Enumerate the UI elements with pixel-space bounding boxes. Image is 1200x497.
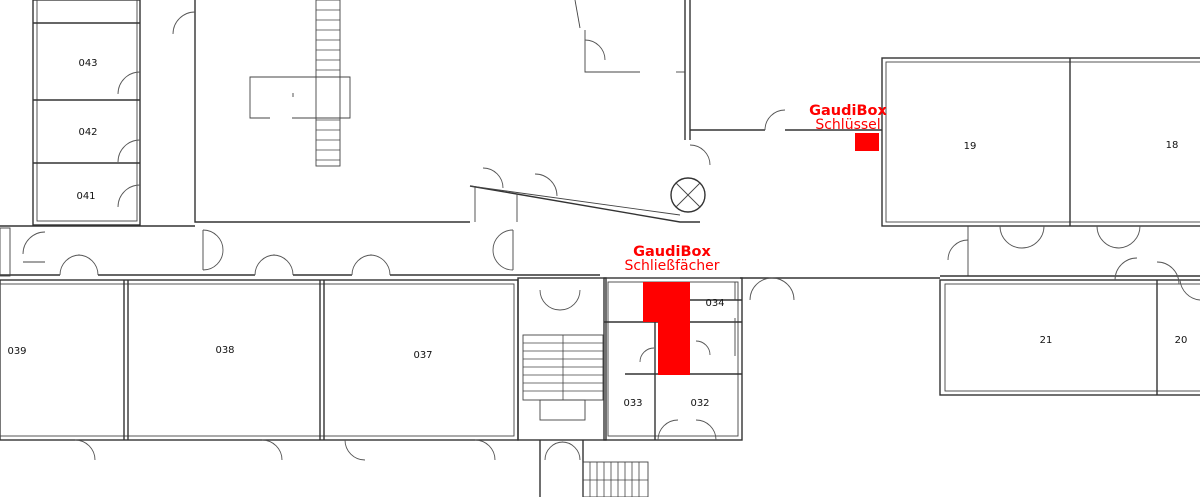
room-043-label: 043	[78, 58, 97, 69]
key-subtitle: Schlüssel	[815, 117, 880, 133]
room-20-label: 20	[1175, 335, 1188, 346]
room-042-label: 042	[78, 127, 97, 138]
key-title: GaudiBox	[809, 103, 887, 119]
room-039-label: 039	[7, 346, 26, 357]
key-highlight	[855, 133, 879, 151]
room-034-label: 034	[705, 298, 724, 309]
upper-hall	[172, 0, 882, 223]
lockers-highlight	[643, 282, 690, 322]
room-038-label: 038	[215, 345, 234, 356]
lockers-highlight-lower	[658, 322, 690, 375]
room-labels: 043 042 041 039 038 037 034 033 032 19 1…	[7, 58, 1187, 409]
room-041-label: 041	[76, 191, 95, 202]
room-19-label: 19	[964, 141, 977, 152]
key-marker: GaudiBox Schlüssel	[809, 103, 887, 133]
lockers-title: GaudiBox	[633, 244, 711, 260]
wing-right-upper	[881, 57, 1200, 276]
lockers-area	[643, 282, 690, 375]
room-033-label: 033	[623, 398, 642, 409]
service-block	[517, 277, 649, 497]
lockers-marker: GaudiBox Schließfächer	[624, 244, 719, 274]
room-18-label: 18	[1166, 140, 1179, 151]
corridor	[0, 225, 1200, 301]
room-032-label: 032	[690, 398, 709, 409]
wing-right-lower	[939, 257, 1200, 396]
room-037-label: 037	[413, 350, 432, 361]
wing-left-upper	[32, 0, 141, 226]
wing-left-lower	[0, 279, 519, 461]
room-21-label: 21	[1040, 335, 1053, 346]
lockers-subtitle: Schließfächer	[624, 258, 719, 274]
